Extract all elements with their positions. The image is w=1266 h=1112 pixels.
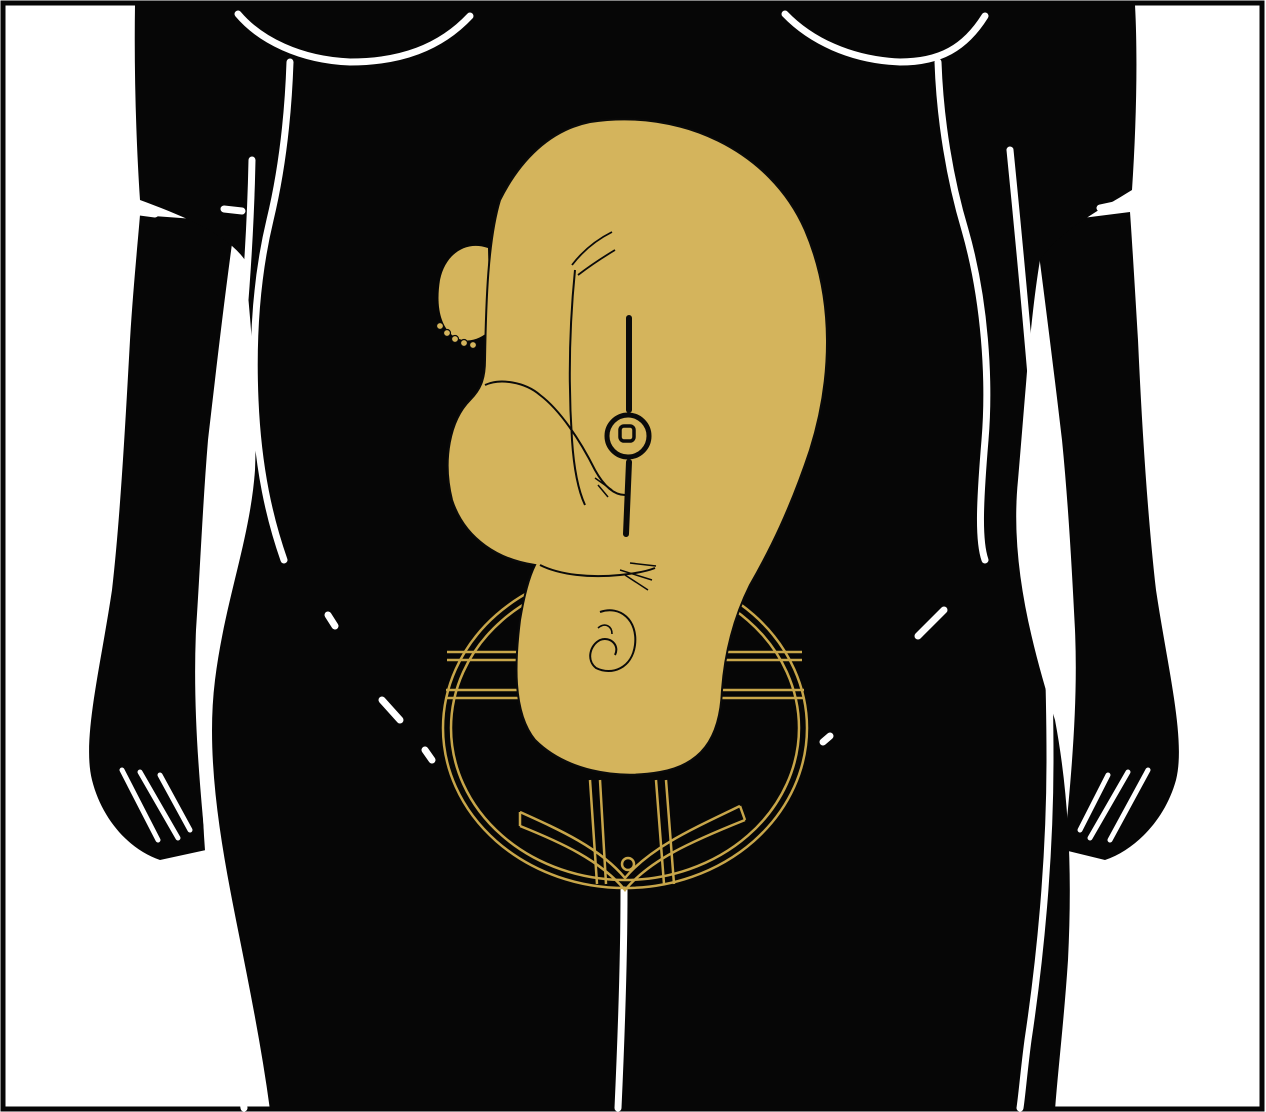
umbilical-ring-inner [620, 426, 634, 441]
